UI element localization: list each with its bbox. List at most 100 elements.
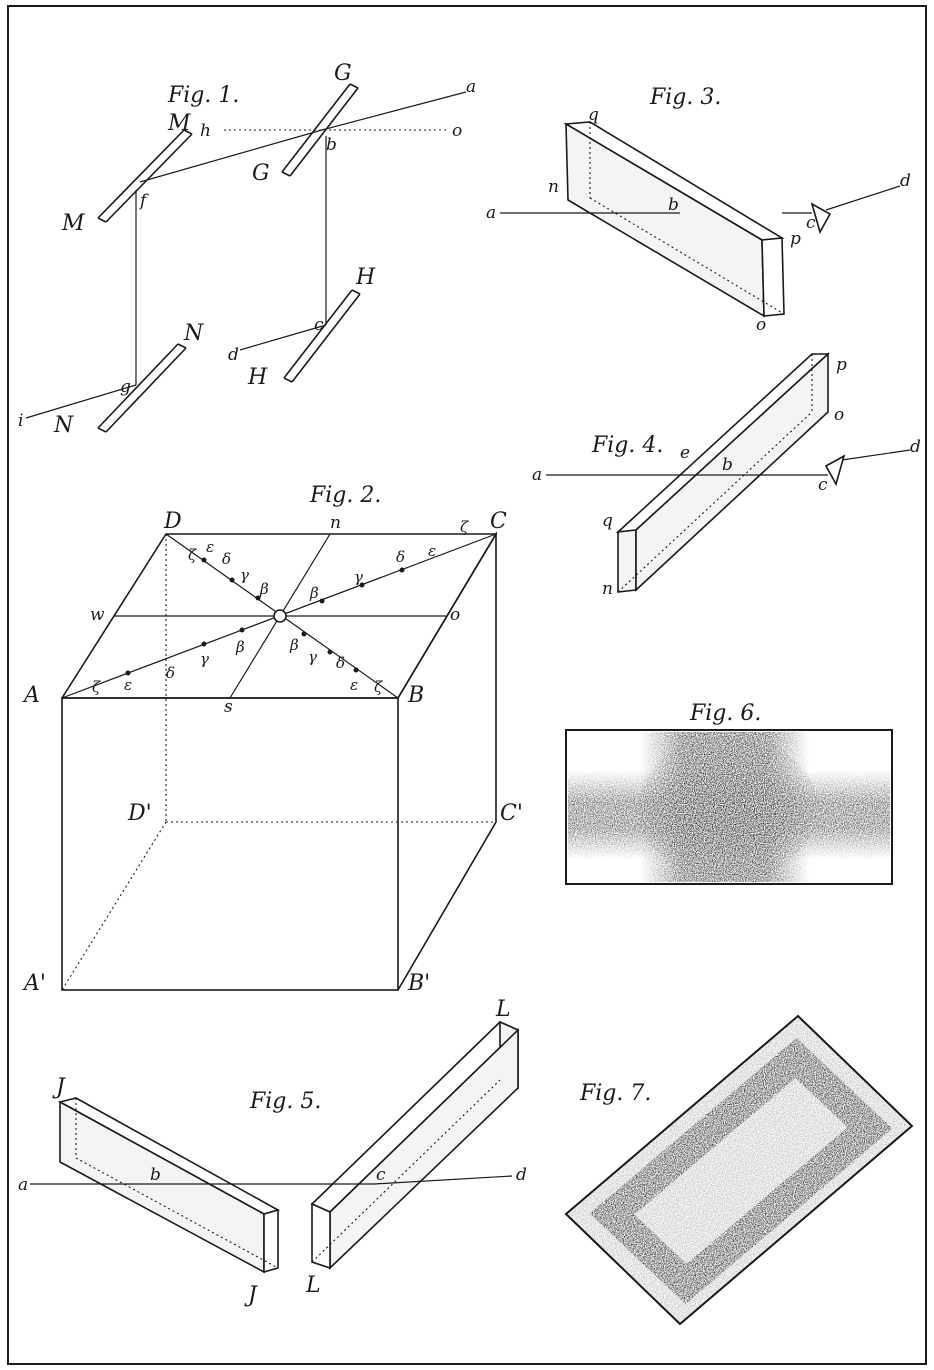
fig2-greek: ε xyxy=(350,676,358,694)
fig2-greek: δ xyxy=(222,550,231,568)
fig2-greek: β xyxy=(289,636,299,654)
fig2-label-C1: C' xyxy=(500,801,523,826)
fig1-label-d: d xyxy=(228,345,239,365)
fig4-label-d: d xyxy=(910,437,921,457)
fig2-front-face xyxy=(61,697,399,991)
fig2-label-w: w xyxy=(90,605,105,625)
fig2-greek: δ xyxy=(166,664,175,682)
fig6-title: Fig. 6. xyxy=(689,701,761,726)
fig1-label-H-bot: H xyxy=(247,365,268,390)
fig5-block-J-end xyxy=(263,1208,279,1274)
fig2-diagram: Fig. 2. ζ ε δ γ β β γ δ ε ζ xyxy=(22,483,523,996)
fig4-title: Fig. 4. xyxy=(591,433,663,458)
fig5-label-L-bot: L xyxy=(305,1273,321,1298)
fig2-label-B1: B' xyxy=(407,971,430,996)
fig3-label-p: p xyxy=(790,229,801,249)
fig1-mirror-H xyxy=(283,289,361,383)
fig2-greek: ε xyxy=(428,542,436,560)
fig4-label-p: p xyxy=(836,355,847,375)
fig1-label-o: o xyxy=(452,121,462,141)
fig3-end-face xyxy=(761,237,785,317)
fig5-label-c: c xyxy=(376,1165,386,1185)
fig3-title: Fig. 3. xyxy=(649,85,721,110)
fig2-label-D: D xyxy=(163,509,182,534)
fig5-label-J-top: J xyxy=(52,1075,66,1100)
fig4-prism xyxy=(824,454,846,487)
fig2-diagonal-points xyxy=(125,557,405,676)
fig2-greek: ζ xyxy=(460,518,469,536)
fig5-label-L-top: L xyxy=(495,997,511,1022)
fig3-diagram: Fig. 3. q n p o a b c d xyxy=(486,85,911,335)
fig2-right-face xyxy=(397,531,497,991)
fig2-label-B: B xyxy=(407,683,424,708)
fig2-greek: β xyxy=(259,580,269,598)
fig4-front-face xyxy=(635,352,829,592)
plate-border xyxy=(7,5,927,1365)
fig2-label-C: C xyxy=(490,509,507,534)
fig4-diagram: Fig. 4. p o q n a b c d e xyxy=(532,352,921,599)
fig2-greek: δ xyxy=(396,548,405,566)
fig5-label-b: b xyxy=(150,1165,161,1185)
fig7-interference-pattern xyxy=(566,1016,912,1324)
fig3-label-a: a xyxy=(486,203,496,223)
fig2-label-n: n xyxy=(330,513,341,533)
fig2-greek: ζ xyxy=(92,678,101,696)
fig3-label-b: b xyxy=(668,195,679,215)
fig1-label-M-top: M xyxy=(167,111,191,136)
fig2-greek: ε xyxy=(206,538,214,556)
fig6-interference-pattern xyxy=(568,732,890,882)
fig3-label-n: n xyxy=(548,177,559,197)
fig2-label-A1: A' xyxy=(22,971,46,996)
fig2-greek: ζ xyxy=(188,546,197,564)
fig1-label-N-bot: N xyxy=(53,413,74,438)
fig3-label-q: q xyxy=(588,105,599,125)
fig5-block-L-end2 xyxy=(311,1202,331,1270)
fig2-center-point xyxy=(273,609,287,623)
fig1-title: Fig. 1. xyxy=(167,83,239,108)
fig2-greek: γ xyxy=(240,566,249,584)
fig1-label-H-top: H xyxy=(355,265,376,290)
fig5-diagram: Fig. 5. J J L L a b c d xyxy=(18,997,527,1308)
fig1-label-N-top: N xyxy=(183,321,204,346)
fig5-block-L-front xyxy=(329,1028,519,1270)
fig1-diagram: Fig. 1. xyxy=(18,61,476,438)
fig5-label-a: a xyxy=(18,1175,28,1195)
fig5-label-d: d xyxy=(516,1165,527,1185)
fig4-label-q: q xyxy=(602,511,613,531)
fig4-label-e: e xyxy=(680,443,690,463)
fig1-label-b: b xyxy=(326,135,337,155)
fig1-label-G-bot: G xyxy=(252,161,270,186)
fig2-greek: β xyxy=(235,638,245,656)
fig4-end-face xyxy=(617,529,637,593)
fig3-label-c: c xyxy=(806,213,816,233)
fig5-label-J-bot: J xyxy=(244,1283,258,1308)
fig1-label-f: f xyxy=(138,191,149,211)
fig2-greek: ε xyxy=(124,676,132,694)
fig2-label-A: A xyxy=(22,683,40,708)
fig1-label-G-top: G xyxy=(334,61,352,86)
fig4-label-n: n xyxy=(602,579,613,599)
fig6-diagram: Fig. 6. xyxy=(565,701,893,885)
fig4-label-o: o xyxy=(834,405,844,425)
fig2-greek: γ xyxy=(354,568,363,586)
fig1-mirror-M xyxy=(97,129,193,223)
fig4-label-a: a xyxy=(532,465,542,485)
fig4-label-b: b xyxy=(722,455,733,475)
fig2-title: Fig. 2. xyxy=(309,483,381,508)
fig1-light-paths xyxy=(25,91,467,419)
fig2-greek: γ xyxy=(308,648,317,666)
fig2-label-s: s xyxy=(224,697,233,717)
fig2-label-D1: D' xyxy=(127,801,152,826)
fig7-title: Fig. 7. xyxy=(579,1081,651,1106)
fig4-label-c: c xyxy=(818,475,828,495)
fig3-prism xyxy=(810,202,832,235)
fig7-diagram: Fig. 7. xyxy=(564,1014,914,1326)
fig2-label-o: o xyxy=(450,605,460,625)
fig3-label-d: d xyxy=(900,171,911,191)
fig1-label-c: c xyxy=(314,315,324,335)
fig1-label-h: h xyxy=(200,121,211,141)
fig2-greek: β xyxy=(309,584,319,602)
fig1-label-M-bot: M xyxy=(61,211,85,236)
fig1-label-a: a xyxy=(466,77,476,97)
